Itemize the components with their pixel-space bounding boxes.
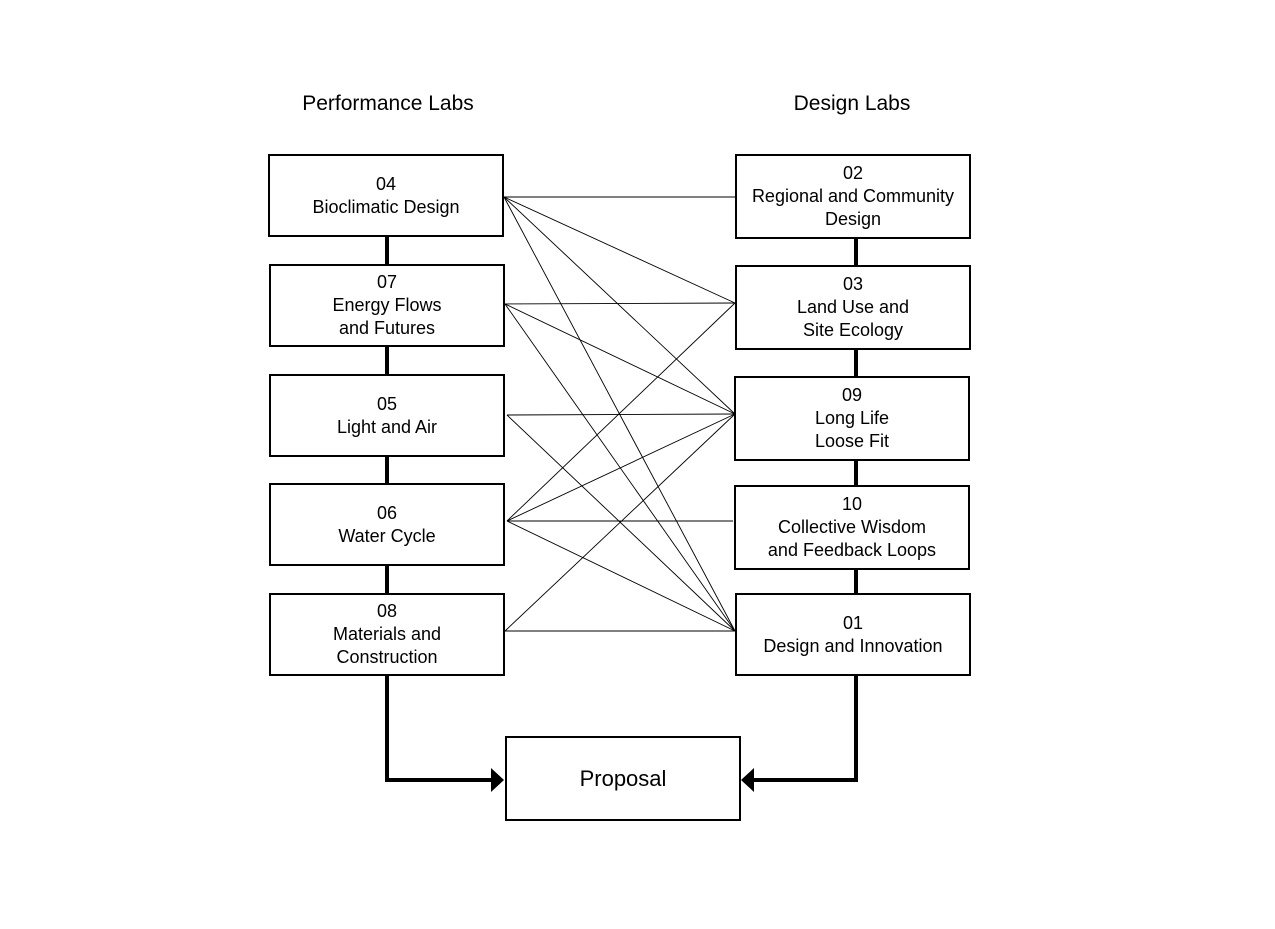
lab-number: 03 — [842, 274, 864, 294]
performance-lab-05: 05 Light and Air — [269, 374, 505, 457]
connection-line-06-01 — [506, 520, 736, 632]
design-labs-heading: Design Labs — [793, 92, 911, 115]
proposal-box: Proposal — [505, 736, 741, 821]
lab-number: 01 — [842, 612, 864, 633]
connection-line-04-09 — [503, 196, 736, 415]
lab-title: Light and Air — [336, 416, 438, 437]
connection-line-07-09 — [504, 303, 736, 415]
lab-number: 05 — [376, 393, 398, 414]
performance-lab-08: 08 Materials and Construction — [269, 593, 505, 676]
lab-title: Energy Flows — [332, 295, 442, 315]
lab-title: and Futures — [338, 318, 436, 338]
lab-title: Bioclimatic Design — [312, 196, 460, 217]
lab-title: Water Cycle — [338, 525, 436, 546]
lab-number: 08 — [376, 601, 398, 621]
lab-title: Construction — [336, 647, 438, 667]
lab-title: Design and Innovation — [763, 635, 943, 656]
design-lab-10: 10 Collective Wisdom and Feedback Loops — [734, 485, 970, 570]
lab-number: 02 — [842, 163, 864, 183]
left-arrow-connector — [385, 675, 496, 782]
lab-number: 10 — [841, 494, 863, 514]
performance-lab-07: 07 Energy Flows and Futures — [269, 264, 505, 347]
lab-title: and Feedback Loops — [767, 540, 937, 560]
design-lab-01: 01 Design and Innovation — [735, 593, 971, 676]
performance-lab-04: 04 Bioclimatic Design — [268, 154, 504, 237]
connection-line-06-09 — [506, 413, 736, 522]
right-arrow-connector — [750, 675, 858, 782]
lab-title: Collective Wisdom — [777, 517, 927, 537]
right-arrowhead-icon — [741, 768, 754, 792]
lab-title: Long Life — [814, 408, 890, 428]
connection-line-05-09 — [506, 413, 736, 416]
lab-title: Regional and Community — [751, 186, 955, 206]
connection-line-04-03 — [503, 196, 736, 304]
lab-title: Loose Fit — [814, 431, 890, 451]
lab-number: 07 — [376, 272, 398, 292]
lab-title: Materials and — [332, 624, 442, 644]
connection-lines — [503, 196, 736, 632]
connection-line-05-01 — [506, 414, 736, 632]
design-lab-02: 02 Regional and Community Design — [735, 154, 971, 239]
connection-line-08-09 — [504, 413, 736, 632]
lab-title: Land Use and — [796, 297, 910, 317]
lab-title: Site Ecology — [802, 320, 904, 340]
lab-number: 06 — [376, 502, 398, 523]
left-arrowhead-icon — [491, 768, 504, 792]
performance-labs-heading: Performance Labs — [302, 92, 474, 115]
lab-title: Design — [824, 209, 882, 229]
lab-number: 09 — [841, 385, 863, 405]
proposal-label: Proposal — [579, 766, 667, 791]
connection-line-07-03 — [504, 302, 736, 305]
lab-number: 04 — [375, 173, 397, 194]
design-lab-09: 09 Long Life Loose Fit — [734, 376, 970, 461]
performance-lab-06: 06 Water Cycle — [269, 483, 505, 566]
design-lab-03: 03 Land Use and Site Ecology — [735, 265, 971, 350]
connection-line-06-03 — [506, 302, 736, 522]
